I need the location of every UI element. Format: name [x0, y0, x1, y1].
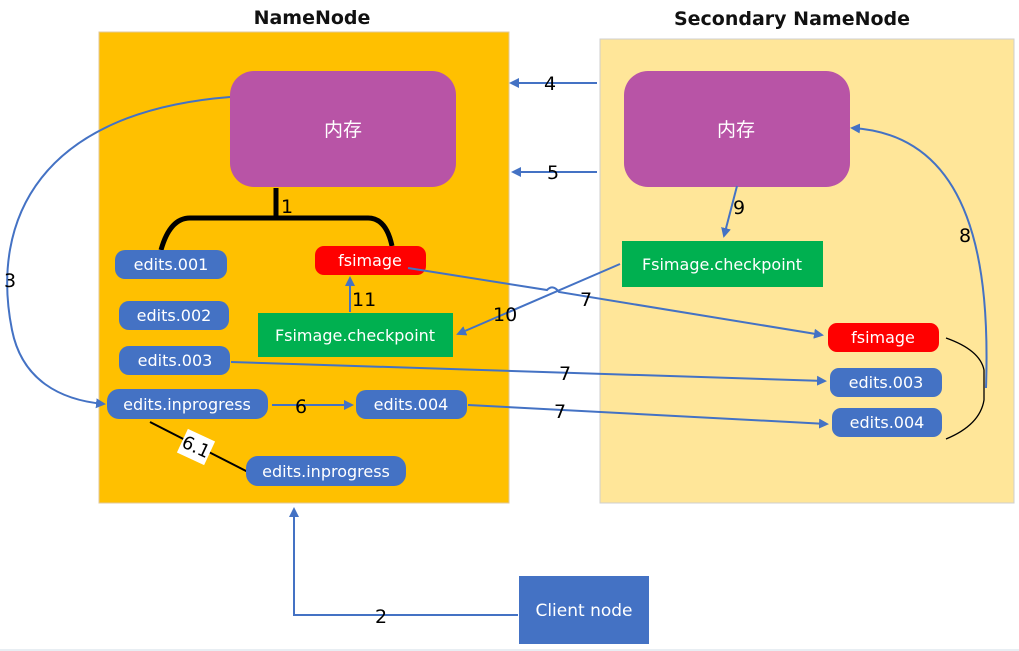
new-edits-inprogress-box[interactable] [246, 456, 406, 486]
step-10-arrow [456, 263, 621, 336]
edits-001-label: edits.001 [134, 255, 209, 274]
step-8-label: 8 [959, 225, 971, 247]
namenode-edits-004-label: edits.004 [374, 395, 449, 414]
edits-002-label: edits.002 [137, 306, 212, 325]
step-2-label: 2 [375, 606, 387, 628]
namenode-fsimage-label: fsimage [338, 251, 402, 270]
step-10-label: 10 [493, 304, 517, 326]
step-7-fsimage-label: 7 [580, 289, 592, 311]
secondary-checkpoint-label: Fsimage.checkpoint [642, 255, 802, 274]
edits-003-box[interactable] [119, 346, 230, 375]
step-7-edits-004-arrow [467, 404, 829, 429]
client-node-box[interactable] [519, 576, 649, 644]
secondary-fsimage-label: fsimage [851, 328, 915, 347]
secondary-edits-004-box[interactable] [832, 408, 942, 437]
bracket-arms [158, 215, 395, 251]
step-4-label: 4 [544, 73, 556, 95]
secondary-memory-label: 内存 [717, 119, 755, 141]
namenode-edits-004-box[interactable] [356, 390, 467, 419]
merge-brace [945, 337, 985, 440]
step-2-arrow [289, 507, 518, 616]
namenode-memory-box[interactable] [230, 71, 456, 187]
step-9-arrow [721, 185, 738, 238]
secondary-namenode-title: Secondary NameNode [674, 8, 910, 30]
secondary-edits-003-label: edits.003 [849, 373, 924, 392]
bottom-divider [0, 649, 1019, 651]
secondary-edits-004-label: edits.004 [850, 413, 925, 432]
secondary-edits-003-box[interactable] [830, 368, 942, 397]
step-1-label: 1 [281, 196, 293, 218]
secondary-memory-box[interactable] [624, 71, 850, 187]
secondary-fsimage-box[interactable] [828, 323, 939, 352]
secondary-checkpoint-box[interactable] [622, 241, 823, 287]
client-node-label: Client node [535, 601, 632, 621]
namenode-title: NameNode [254, 7, 371, 29]
edits-inprogress-box[interactable] [107, 389, 268, 419]
namenode-memory-label: 内存 [324, 119, 362, 141]
step-3-arrow [6, 96, 231, 409]
namenode-checkpoint-label: Fsimage.checkpoint [275, 326, 435, 345]
step-7-edits-003-label: 7 [559, 363, 571, 385]
step-5-label: 5 [547, 162, 559, 184]
step-3-label: 3 [4, 270, 16, 292]
namenode-fsimage-box[interactable] [315, 246, 426, 275]
step-11-label: 11 [352, 289, 376, 311]
step-7-edits-003-arrow [230, 361, 827, 386]
step-7-fsimage-arrow [407, 267, 824, 339]
namenode-checkpoint-box[interactable] [258, 313, 453, 357]
step-7-edits-004-label: 7 [554, 401, 566, 423]
edits-002-box[interactable] [119, 301, 229, 330]
edits-inprogress-label: edits.inprogress [123, 395, 251, 414]
step-8-arrow [850, 123, 988, 389]
edits-001-box[interactable] [115, 250, 227, 279]
step-6-label: 6 [295, 396, 307, 418]
step-9-label: 9 [733, 197, 745, 219]
edits-003-label: edits.003 [138, 351, 213, 370]
new-edits-inprogress-label: edits.inprogress [262, 462, 390, 481]
